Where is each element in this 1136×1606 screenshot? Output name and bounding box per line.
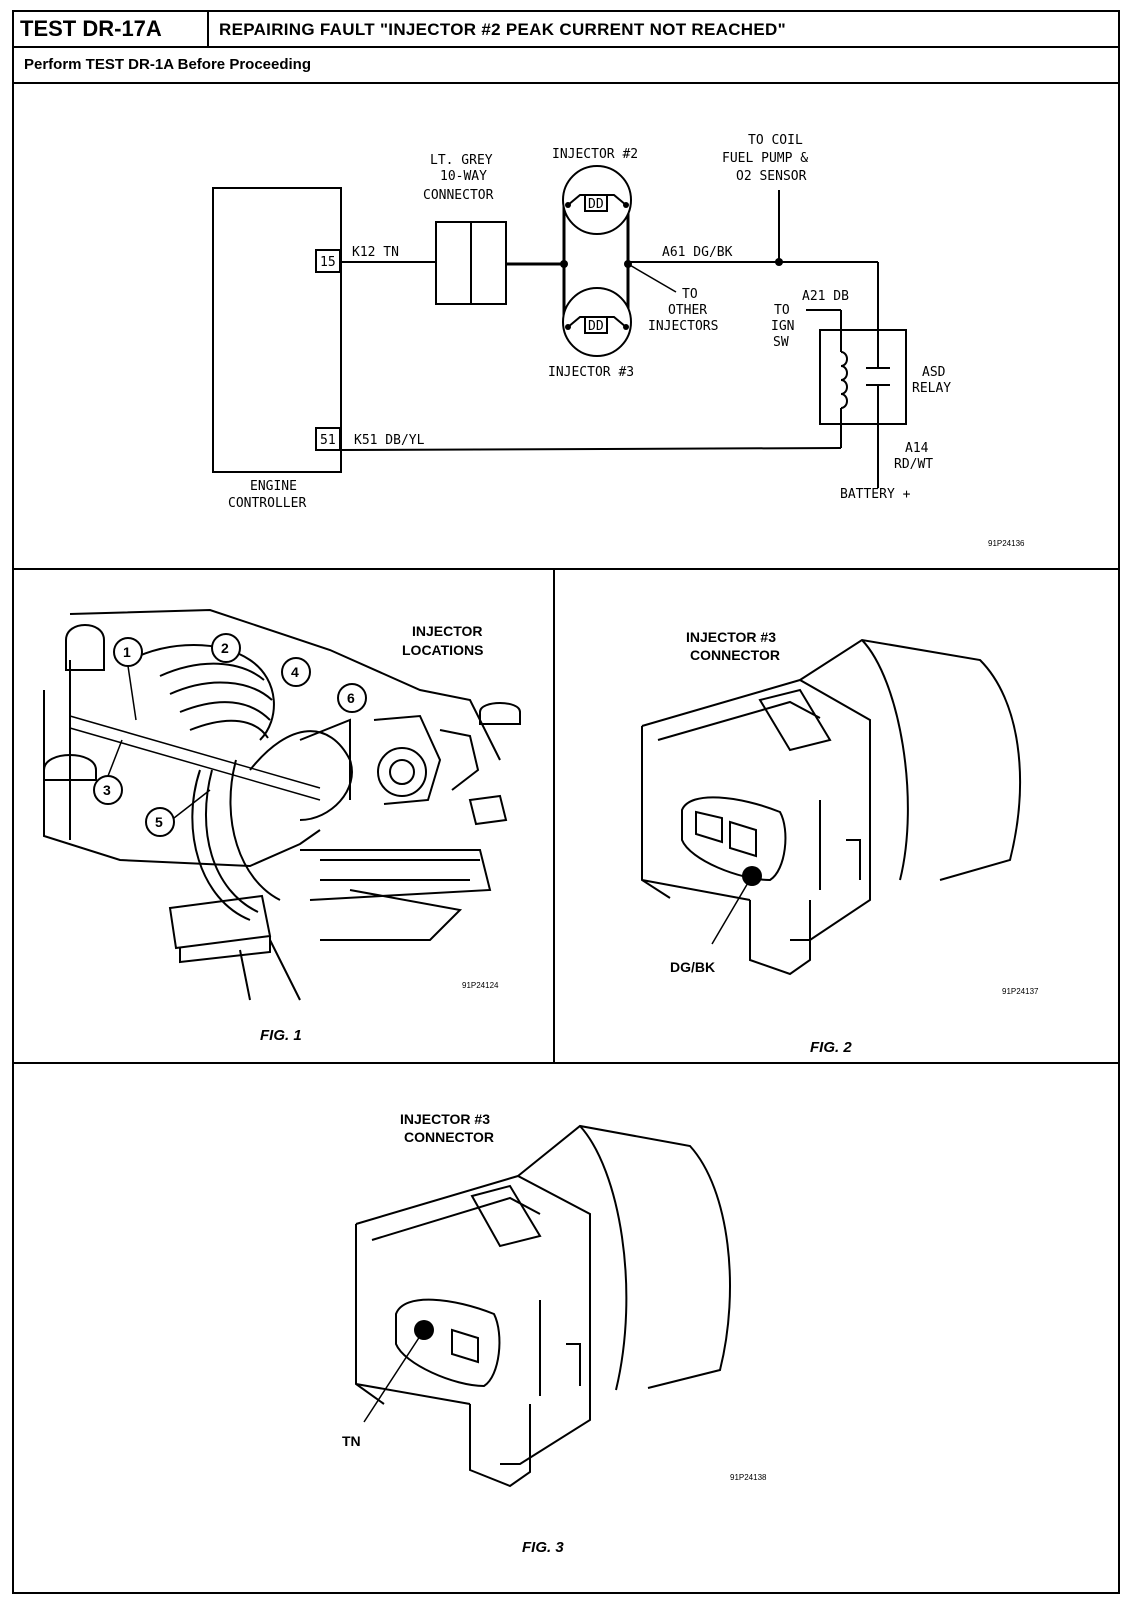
asd-relay-label-1: ASD — [922, 365, 946, 380]
fig1-callout-2: 2 — [211, 633, 241, 663]
fig3-ref: 91P24138 — [730, 1473, 767, 1482]
to-coil-label-1: TO COIL — [748, 133, 803, 148]
wire-k51-label: K51 DB/YL — [354, 433, 425, 448]
test-id: TEST DR-17A — [14, 12, 209, 46]
svg-text:6: 6 — [347, 690, 355, 706]
schematic-ref: 91P24136 — [988, 539, 1025, 548]
asd-relay-label-2: RELAY — [912, 381, 951, 396]
fig2-title-1: INJECTOR #3 — [686, 629, 776, 645]
injector-2-symbol: DD — [562, 165, 632, 235]
engine-controller-label-1: ENGINE — [250, 479, 297, 494]
fig2-ref: 91P24137 — [1002, 987, 1039, 996]
to-coil-label-2: FUEL PUMP & — [722, 151, 808, 166]
fig1-ref: 91P24124 — [462, 981, 499, 990]
injector-2-label: INJECTOR #2 — [552, 147, 638, 162]
wire-a14-label-1: A14 — [905, 441, 929, 456]
pin-51-label: 51 — [320, 433, 336, 448]
wire-a21-label: A21 DB — [802, 289, 849, 304]
pin-51-box — [315, 427, 341, 451]
test-sheet: TEST DR-17A REPAIRING FAULT "INJECTOR #2… — [12, 10, 1120, 1594]
engine-controller-label-2: CONTROLLER — [228, 496, 306, 511]
to-ign-label-2: IGN — [771, 319, 794, 334]
wire-k51 — [339, 447, 842, 451]
wire-a14-label-2: RD/WT — [894, 457, 933, 472]
injector-3-symbol: DD — [562, 287, 632, 357]
divider-fig1-fig2 — [553, 568, 555, 1064]
fig2-pin-label: DG/BK — [670, 959, 715, 975]
engine-controller-box — [212, 187, 342, 473]
to-ign-label-3: SW — [773, 335, 789, 350]
asd-relay-box — [819, 329, 907, 425]
connector-label-1: LT. GREY — [430, 153, 493, 168]
fig1-caption: FIG. 1 — [260, 1027, 302, 1044]
svg-text:DD: DD — [588, 197, 604, 212]
to-ign-label-1: TO — [774, 303, 790, 318]
fig3-title-2: CONNECTOR — [404, 1129, 494, 1145]
wire-a61-label: A61 DG/BK — [662, 245, 733, 260]
fig2-title-2: CONNECTOR — [690, 647, 780, 663]
other-injectors-label-2: OTHER — [668, 303, 707, 318]
fig1-callout-5: 5 — [145, 807, 175, 837]
schematic: 15 51 ENGINE CONTROLLER K12 TN LT. GREY … — [212, 133, 1025, 548]
fig3-title-1: INJECTOR #3 — [400, 1111, 490, 1127]
fig2-caption: FIG. 2 — [810, 1039, 852, 1056]
pin-15-label: 15 — [320, 255, 336, 270]
header: TEST DR-17A REPAIRING FAULT "INJECTOR #2… — [14, 12, 1118, 48]
svg-text:2: 2 — [221, 640, 229, 656]
to-coil-label-3: O2 SENSOR — [736, 169, 807, 184]
other-injectors-label-3: INJECTORS — [648, 319, 718, 334]
fig1-title-2: LOCATIONS — [402, 642, 483, 658]
fig1-engine-drawing: INJECTOR LOCATIONS — [43, 608, 521, 1044]
relay-coil — [840, 351, 848, 409]
test-title: REPAIRING FAULT "INJECTOR #2 PEAK CURREN… — [219, 20, 786, 39]
injector-3-label: INJECTOR #3 — [548, 365, 634, 380]
fig1-callout-3: 3 — [93, 775, 123, 805]
divider-figures — [14, 1062, 1118, 1064]
svg-text:5: 5 — [155, 814, 163, 830]
battery-label: BATTERY + — [840, 487, 911, 502]
connector-label-3: CONNECTOR — [423, 188, 494, 203]
svg-text:4: 4 — [291, 664, 299, 680]
fig1-title-1: INJECTOR — [412, 623, 483, 639]
test-subtitle: Perform TEST DR-1A Before Proceeding — [14, 48, 1118, 84]
connector-label-2: 10-WAY — [440, 169, 487, 184]
fig2-connector-drawing: INJECTOR #3 CONNECTOR DG/BK 91P24137 FIG… — [641, 629, 1039, 1056]
wire-k12-label: K12 TN — [352, 245, 399, 260]
fig3-pin-label: TN — [342, 1433, 361, 1449]
divider-schematic — [14, 568, 1118, 570]
fig1-callout-6: 6 — [337, 683, 367, 713]
svg-text:3: 3 — [103, 782, 111, 798]
fig1-callout-4: 4 — [281, 657, 311, 687]
svg-text:1: 1 — [123, 644, 131, 660]
other-injectors-label-1: TO — [682, 287, 698, 302]
fig3-connector-drawing: INJECTOR #3 CONNECTOR TN 91P24138 FIG. 3 — [342, 1111, 767, 1556]
svg-text:DD: DD — [588, 319, 604, 334]
fig3-caption: FIG. 3 — [522, 1539, 564, 1556]
fig1-callout-1: 1 — [113, 637, 143, 667]
